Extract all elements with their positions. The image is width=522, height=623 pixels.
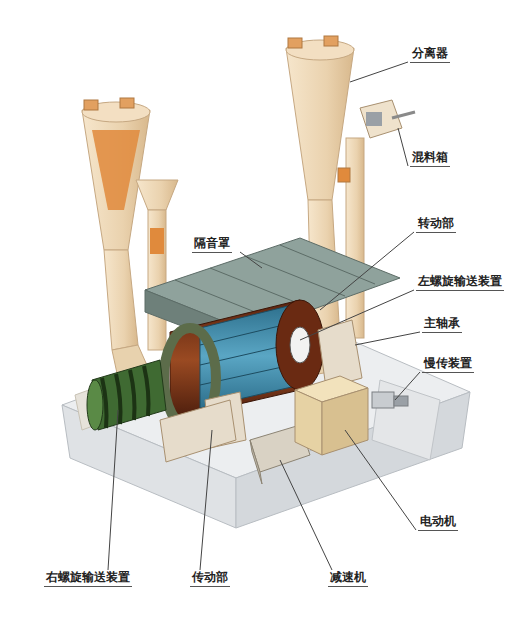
- slow-drive: [372, 392, 408, 408]
- left-separator-part: [92, 130, 140, 210]
- mixing-box-part: [360, 100, 402, 138]
- gear-drive-part: [160, 400, 236, 462]
- sound-hood-part: [245, 256, 345, 296]
- right-separator-part: [288, 38, 302, 48]
- left-separator-part: [104, 250, 138, 350]
- leader-lines-part: [395, 372, 420, 400]
- motor-part: [295, 390, 322, 455]
- left-separator: [82, 98, 150, 378]
- part-label: 隔音罩: [192, 236, 232, 253]
- slow-drive-part: [372, 392, 394, 408]
- base-platform: [62, 318, 470, 528]
- left-inlet-pipe-part: [148, 210, 166, 350]
- motor: [295, 376, 368, 455]
- sound-hood-part: [280, 245, 375, 284]
- rotating-drum-part: [276, 300, 324, 390]
- leader-lines-part: [355, 332, 420, 345]
- leader-lines: [108, 62, 420, 570]
- leader-lines-part: [345, 430, 416, 530]
- leader-lines-part: [200, 430, 212, 570]
- right-separator-part: [324, 36, 338, 46]
- part-label: 慢传装置: [422, 356, 474, 373]
- left-inlet-pipe: [136, 180, 178, 350]
- leader-lines-part: [108, 410, 118, 570]
- slow-drive-part: [394, 396, 408, 406]
- right-spiral-conveyor-part: [102, 366, 149, 428]
- leader-lines-part: [350, 62, 408, 82]
- left-separator-part: [120, 98, 134, 108]
- mixing-box-part: [392, 112, 415, 118]
- part-label: 主轴承: [422, 316, 462, 333]
- part-label: 减速机: [328, 570, 368, 587]
- leader-lines-part: [240, 252, 262, 268]
- right-spiral-conveyor-part: [92, 360, 166, 430]
- gear-drive: [160, 400, 236, 462]
- mixing-box-part: [338, 168, 350, 182]
- reducer-part: [250, 440, 262, 484]
- part-label: 分离器: [410, 46, 450, 63]
- left-inlet-pipe-part: [150, 228, 164, 254]
- leader-lines-part: [280, 460, 332, 570]
- mixing-box: [338, 100, 415, 338]
- part-label: 传动部: [190, 570, 230, 587]
- part-label: 电动机: [418, 514, 458, 531]
- leader-lines-part: [320, 232, 414, 310]
- part-label: 混料箱: [410, 150, 450, 167]
- rotating-drum-part: [290, 327, 310, 363]
- left-separator-part: [84, 100, 98, 110]
- right-separator-part: [286, 48, 354, 200]
- part-label: 左螺旋输送装置: [416, 274, 504, 291]
- leader-lines-part: [398, 128, 408, 166]
- leader-lines-part: [300, 290, 414, 340]
- base-platform-part: [372, 380, 440, 460]
- motor-part: [322, 388, 368, 455]
- right-spiral-conveyor: [87, 360, 166, 430]
- right-spiral-conveyor-part: [87, 380, 103, 430]
- left-inlet-pipe-part: [136, 180, 178, 210]
- part-label: 右螺旋输送装置: [44, 570, 132, 587]
- part-label: 转动部: [416, 216, 456, 233]
- mixing-box-part: [366, 112, 382, 126]
